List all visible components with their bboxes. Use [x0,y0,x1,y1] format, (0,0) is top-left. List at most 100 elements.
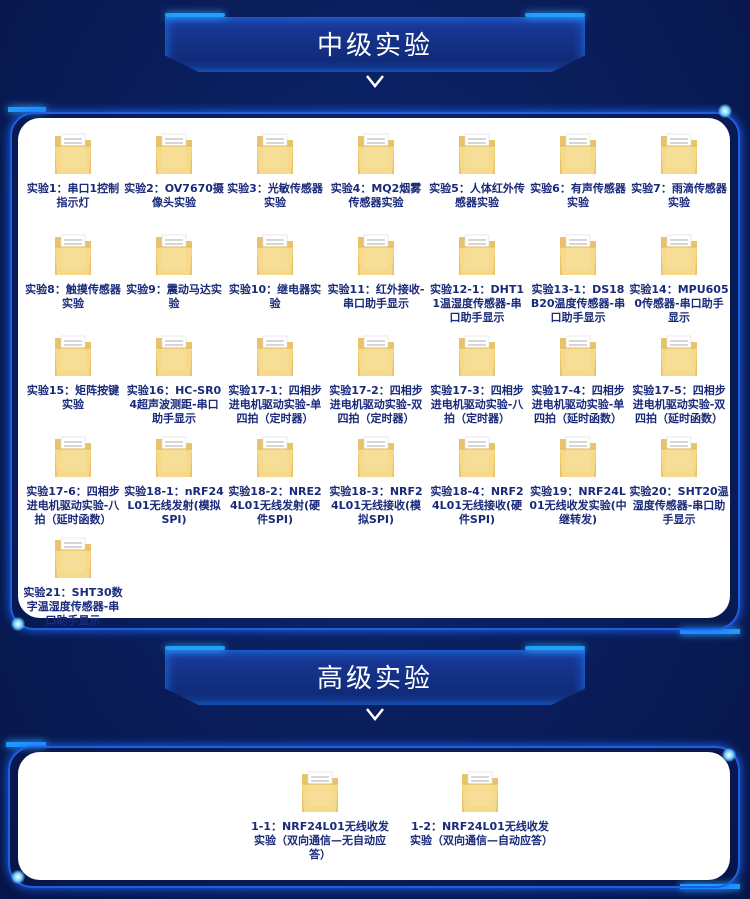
chevron-down-icon [366,75,384,88]
panel-glow [11,617,25,631]
folder-item[interactable]: 实验15：矩阵按键实验 [23,330,123,412]
folder-item[interactable]: 实验1：串口1控制指示灯 [23,128,123,210]
panel-glow [722,748,736,762]
folder-label: 实验12-1：DHT11温湿度传感器-串口助手显示 [429,283,525,324]
folder-item[interactable]: 1-1：NRF24L01无线收发实验（双向通信—无自动应答） [250,766,390,862]
folder-icon [55,234,91,275]
folder-item[interactable]: 实验7：雨滴传感器实验 [629,128,729,210]
folder-icon [156,335,192,376]
folder-icon [459,335,495,376]
folder-label: 实验18-1：nRF24L01无线发射(模拟SPI) [124,485,224,526]
header-accent [525,646,585,650]
folder-icon [257,335,293,376]
folder-icon [661,335,697,376]
folder-item[interactable]: 实验5：人体红外传感器实验 [427,128,527,210]
folder-label: 实验5：人体红外传感器实验 [429,182,525,209]
folder-item[interactable]: 实验18-2：NRE24L01无线发射(硬件SPI) [225,431,325,527]
folder-item[interactable]: 实验3：光敏传感器实验 [225,128,325,210]
folder-label: 实验17-4：四相步进电机驱动实验-单四拍（延时函数） [531,384,625,425]
header-accent [165,13,225,17]
folder-item[interactable]: 实验14：MPU6050传感器-串口助手显示 [629,229,729,325]
folder-icon [459,436,495,477]
panel-corner-accent [680,629,740,634]
header-background [165,650,585,705]
folder-item[interactable]: 实验9：震动马达实验 [124,229,224,311]
folder-label: 实验21：SHT30数字温湿度传感器-串口助手显示 [23,586,123,627]
folder-icon [661,234,697,275]
section-header-advanced: 高级实验 [165,646,585,721]
panel-frame [10,112,740,630]
folder-icon [358,335,394,376]
folder-label: 实验11：红外接收-串口助手显示 [327,283,425,310]
folder-icon [55,335,91,376]
header-background [165,17,585,72]
folder-item[interactable]: 实验6：有声传感器实验 [528,128,628,210]
folder-item[interactable]: 实验17-5：四相步进电机驱动实验-双四拍（延时函数） [629,330,729,426]
folder-icon [257,436,293,477]
folder-item[interactable]: 实验18-4：NRF24L01无线接收(硬件SPI) [427,431,527,527]
folder-item[interactable]: 实验18-1：nRF24L01无线发射(模拟SPI) [124,431,224,527]
folder-icon [560,234,596,275]
section-title: 中级实验 [316,31,433,61]
panel-frame [8,746,740,888]
folder-item[interactable]: 实验12-1：DHT11温湿度传感器-串口助手显示 [427,229,527,325]
folder-label: 实验8：触摸传感器实验 [25,283,121,310]
folder-label: 实验17-6：四相步进电机驱动实验-八拍（延时函数） [26,485,120,526]
folder-label: 实验18-3：NRF24L01无线接收(模拟SPI) [329,485,423,526]
folder-label: 实验17-1：四相步进电机驱动实验-单四拍（定时器） [228,384,322,425]
folder-icon [55,436,91,477]
folder-item[interactable]: 实验17-6：四相步进电机驱动实验-八拍（延时函数） [23,431,123,527]
folder-icon [560,335,596,376]
folder-icon [358,436,394,477]
folder-icon [661,436,697,477]
folder-icon [55,133,91,174]
folder-label: 实验10：继电器实验 [228,283,322,310]
folder-icon [358,234,394,275]
folder-item[interactable]: 实验17-1：四相步进电机驱动实验-单四拍（定时器） [225,330,325,426]
folder-item[interactable]: 实验4：MQ2烟雾传感器实验 [326,128,426,210]
folder-icon [156,234,192,275]
experiment-panel-intermediate: 实验1：串口1控制指示灯 实验2：OV7670摄像头实验 实验3：光敏传感器实验 [18,118,730,627]
folder-icon [661,133,697,174]
section-title: 高级实验 [316,664,433,694]
folder-item[interactable]: 实验21：SHT30数字温湿度传感器-串口助手显示 [23,532,123,628]
folder-item[interactable]: 实验19：NRF24L01无线收发实验(中继转发) [528,431,628,527]
panel-corner-accent [6,742,46,747]
folder-label: 实验14：MPU6050传感器-串口助手显示 [629,283,729,324]
folder-icon [459,133,495,174]
section-header-intermediate: 中级实验 [165,13,585,88]
folder-item[interactable]: 实验16：HC-SR04超声波测距-串口助手显示 [124,330,224,426]
folder-label: 实验13-1：DS18B20温度传感器-串口助手显示 [530,283,626,324]
folder-item[interactable]: 实验17-2：四相步进电机驱动实验-双四拍（定时器） [326,330,426,426]
folder-label: 实验17-3：四相步进电机驱动实验-八拍（定时器） [430,384,524,425]
folder-label: 实验4：MQ2烟雾传感器实验 [330,182,422,209]
folder-item[interactable]: 实验18-3：NRF24L01无线接收(模拟SPI) [326,431,426,527]
folder-item[interactable]: 1-2：NRF24L01无线收发实验（双向通信—自动应答） [410,766,553,848]
folder-icon [560,436,596,477]
folder-label: 实验18-2：NRE24L01无线发射(硬件SPI) [228,485,322,526]
folder-item[interactable]: 实验17-3：四相步进电机驱动实验-八拍（定时器） [427,330,527,426]
folder-label: 实验3：光敏传感器实验 [227,182,323,209]
folder-icon [55,537,91,578]
folder-label: 实验19：NRF24L01无线收发实验(中继转发) [529,485,627,526]
folder-icon [156,436,192,477]
panel-glow [11,870,25,884]
folder-label: 1-2：NRF24L01无线收发实验（双向通信—自动应答） [410,820,553,847]
folder-item[interactable]: 实验20：SHT20温湿度传感器-串口助手显示 [629,431,729,527]
folder-label: 实验7：雨滴传感器实验 [631,182,727,209]
folder-icon [257,234,293,275]
folder-label: 实验2：OV7670摄像头实验 [124,182,224,209]
folder-item[interactable]: 实验2：OV7670摄像头实验 [124,128,224,210]
folder-icon [560,133,596,174]
folder-item[interactable]: 实验10：继电器实验 [225,229,325,311]
folder-label: 实验15：矩阵按键实验 [26,384,120,411]
folder-item[interactable]: 实验13-1：DS18B20温度传感器-串口助手显示 [528,229,628,325]
folder-item[interactable]: 实验8：触摸传感器实验 [23,229,123,311]
folder-item[interactable]: 实验11：红外接收-串口助手显示 [326,229,426,311]
folder-label: 实验6：有声传感器实验 [530,182,626,209]
experiment-panel-advanced: 1-1：NRF24L01无线收发实验（双向通信—无自动应答） 1-2：NRF24… [18,752,730,880]
folder-label: 实验17-2：四相步进电机驱动实验-双四拍（定时器） [329,384,423,425]
folder-icon [257,133,293,174]
folder-item[interactable]: 实验17-4：四相步进电机驱动实验-单四拍（延时函数） [528,330,628,426]
panel-glow [718,104,732,118]
